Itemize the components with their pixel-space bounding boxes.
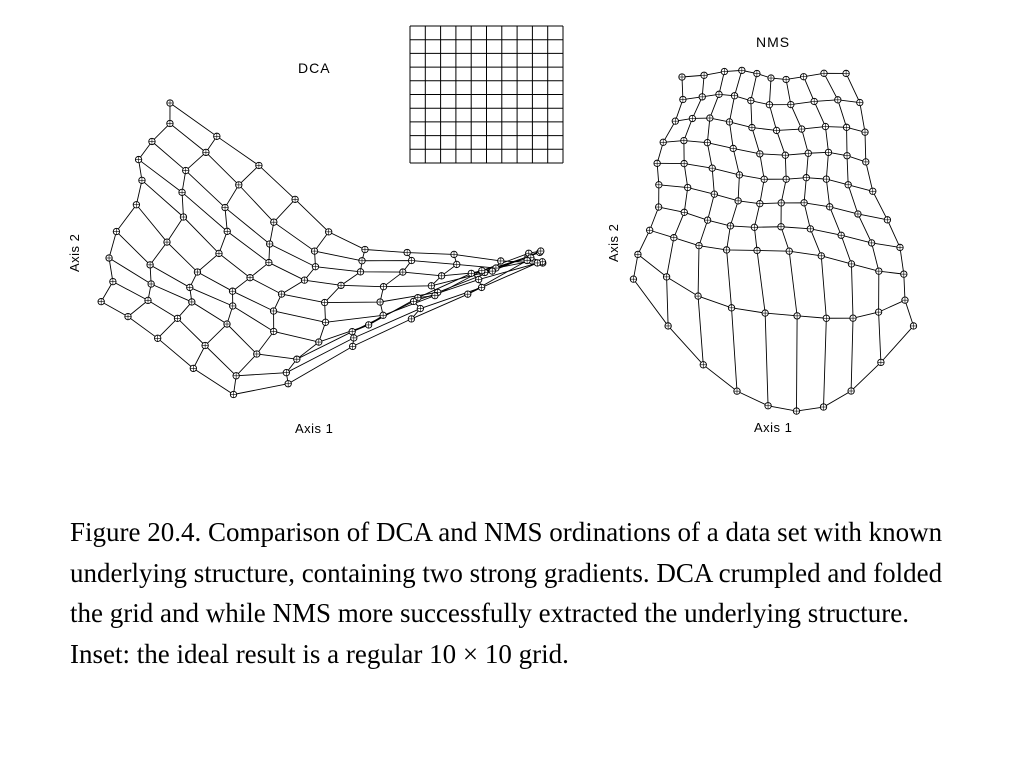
nms-grid-column-line [632, 76, 684, 280]
dca-grid-column-line [233, 231, 330, 395]
figure-caption: Figure 20.4. Comparison of DCA and NMS o… [70, 517, 943, 669]
nms-grid-column-line [726, 70, 743, 392]
nms-grid-row-line [681, 69, 847, 80]
figure-panel: DCA Axis 1 Axis 2 NMS Axis 1 Axis 2 [67, 25, 918, 436]
nms-axis2-label: Axis 2 [606, 224, 621, 262]
nms-grid-column-line [750, 73, 769, 406]
dca-grid-column-line [100, 102, 171, 302]
nms-ordination-plot [629, 66, 918, 415]
dca-title: DCA [298, 60, 331, 76]
nms-grid-row-line [637, 254, 906, 319]
dca-grid-column-line [285, 249, 366, 384]
nms-grid-column-line [697, 71, 725, 365]
dca-grid-column-line [192, 199, 296, 369]
dca-grid-column-line [127, 136, 218, 317]
dca-grid-row-line [108, 257, 543, 360]
dca-grid-row-line [112, 262, 538, 377]
nms-grid-column-line [785, 79, 827, 408]
inset-ideal-grid [409, 25, 564, 164]
nms-grid-row-line [682, 93, 860, 106]
nms-grid-column-line [666, 75, 705, 326]
dca-axis1-label: Axis 1 [295, 421, 333, 436]
dca-grid-row-line [136, 204, 529, 323]
nms-title: NMS [756, 34, 790, 50]
nms-grid-row-line [658, 184, 888, 221]
dca-grid-row-line [151, 141, 529, 277]
nms-grid-column-line [768, 78, 798, 412]
nms-grid-row-line [657, 162, 873, 192]
dca-axis2-label: Axis 2 [67, 234, 82, 272]
dca-ordination-plot [97, 99, 547, 399]
dca-grid-row-line [169, 123, 533, 269]
nms-grid-row-line [658, 206, 901, 248]
nms-axis1-label: Axis 1 [754, 420, 792, 435]
nms-grid-row-line [649, 229, 904, 275]
dca-grid-column-line [157, 165, 260, 339]
nms-grid-column-line [845, 73, 914, 327]
dca-grid-row-line [169, 102, 543, 264]
dca-grid-row-line [138, 159, 540, 288]
dca-grid-row-line [141, 180, 541, 303]
dca-grid-row-line [100, 260, 528, 395]
dca-grid-row-line [116, 231, 531, 343]
nms-grid-row-line [675, 117, 866, 133]
nms-grid-row-line [633, 278, 914, 412]
nms-grid-row-line [663, 140, 866, 163]
nms-grid-column-line [803, 76, 854, 392]
nms-grid-column-line [823, 73, 882, 363]
